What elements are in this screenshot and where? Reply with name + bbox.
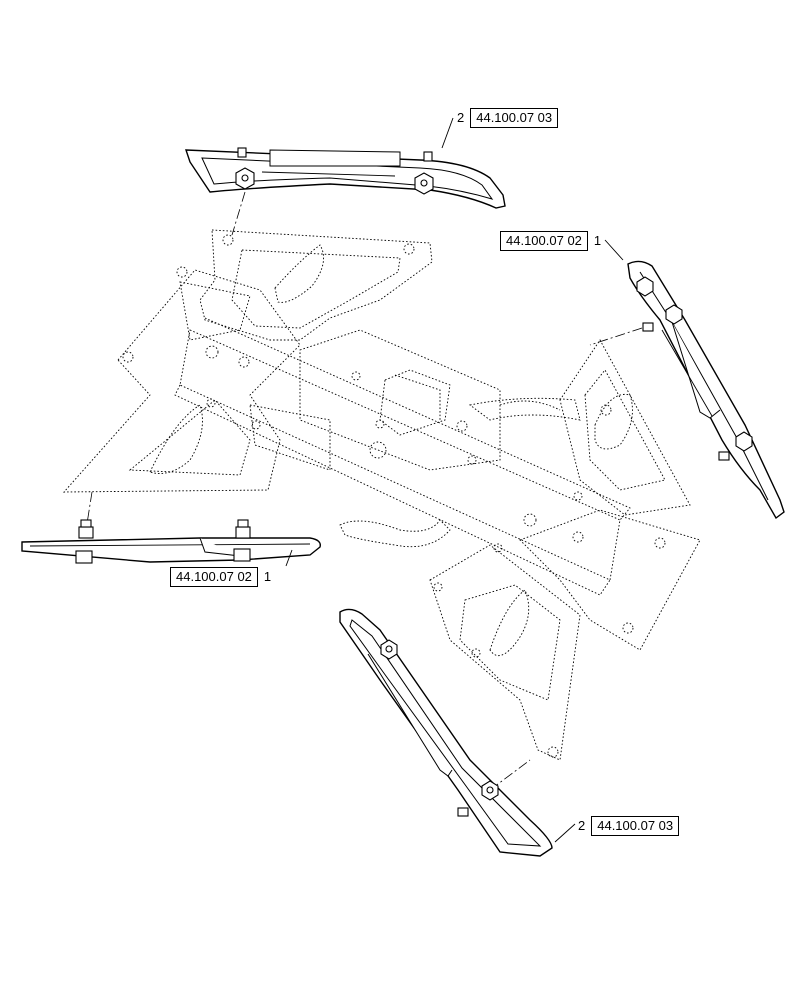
reference-link[interactable]: 44.100.07 02 bbox=[500, 231, 588, 251]
phantom-frame-assembly bbox=[62, 229, 701, 761]
item-number: 2 bbox=[578, 818, 586, 833]
right-rail-nuts bbox=[636, 276, 753, 461]
callout-bottom-rail: 2 44.100.07 03 bbox=[578, 816, 680, 836]
callout-right-rail: 44.100.07 02 1 bbox=[500, 231, 601, 251]
leader-lines bbox=[285, 117, 624, 843]
left-slide-rail[interactable] bbox=[21, 537, 321, 563]
left-rail-nuts bbox=[75, 519, 251, 564]
reference-link[interactable]: 44.100.07 03 bbox=[591, 816, 680, 836]
reference-link[interactable]: 44.100.07 02 bbox=[170, 567, 258, 587]
bottom-slide-rail[interactable] bbox=[339, 608, 553, 857]
bottom-rail-nuts bbox=[380, 639, 499, 817]
reference-link[interactable]: 44.100.07 03 bbox=[470, 108, 559, 128]
top-rail-nuts bbox=[235, 147, 434, 195]
callout-left-rail: 44.100.07 02 1 bbox=[170, 567, 271, 587]
callout-top-rail: 2 44.100.07 03 bbox=[457, 108, 559, 128]
right-slide-rail[interactable] bbox=[627, 260, 785, 520]
top-slide-rail[interactable] bbox=[185, 149, 506, 209]
item-number: 2 bbox=[457, 110, 465, 125]
item-number: 1 bbox=[263, 569, 272, 584]
item-number: 1 bbox=[593, 233, 602, 248]
